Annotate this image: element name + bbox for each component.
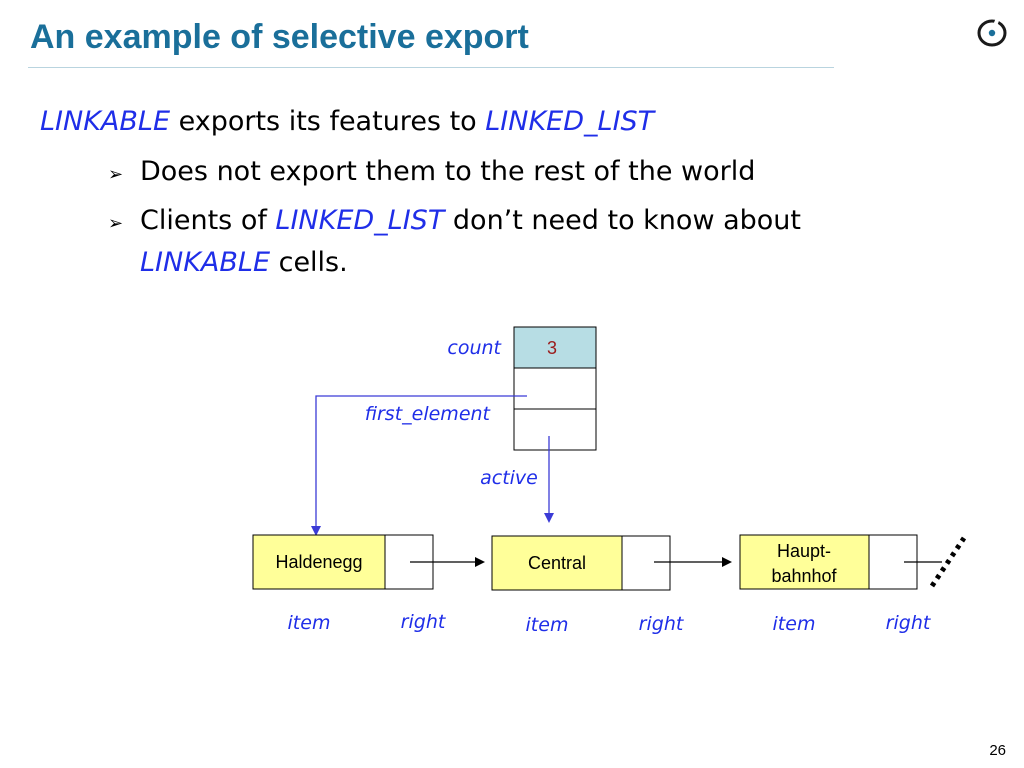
cell-1-item-text: Haldenegg <box>275 552 362 572</box>
keyword-linked-list: LINKED_LIST <box>485 106 655 137</box>
first-element-label: first_element <box>365 403 492 425</box>
eiffel-logo-icon <box>977 17 1007 47</box>
first-element-field <box>513 367 597 410</box>
cell-3-right-label: right <box>886 612 932 634</box>
bullet-arrow-icon: ➢ <box>108 164 124 185</box>
sub-bullet-2-text1: Clients of <box>140 205 276 236</box>
keyword-linked-list: LINKED_LIST <box>275 205 445 236</box>
keyword-linkable: LINKABLE <box>40 106 171 137</box>
void-terminator <box>929 536 967 588</box>
bullet-main-text: exports its features to <box>170 106 486 137</box>
sub-bullet-2-text3: cells. <box>270 247 348 278</box>
count-field <box>513 326 597 369</box>
cell-3-item-label: item <box>773 613 816 635</box>
cell-3-item <box>739 534 870 590</box>
cell-2-right <box>621 535 671 591</box>
cell-1-right-label: right <box>401 611 447 633</box>
cell-1-item <box>252 534 386 590</box>
active-field <box>513 408 597 451</box>
sub-bullet-1-text: Does not export them to the rest of the … <box>140 156 756 187</box>
cell-2-item <box>491 535 623 591</box>
sub-bullet-2-text2: don’t need to know about <box>444 205 802 236</box>
first-element-pointer <box>311 395 527 536</box>
count-label: count <box>447 337 502 359</box>
cell-3-item-text-line2: bahnhof <box>771 566 837 586</box>
cell-2-item-label: item <box>526 614 569 636</box>
cell-2-item-text: Central <box>528 553 586 573</box>
cell-1-item-label: item <box>288 612 331 634</box>
slide-title: An example of selective export <box>30 18 529 56</box>
cell-2-right-label: right <box>639 613 685 635</box>
page-number: 26 <box>989 742 1006 759</box>
count-value: 3 <box>547 338 557 358</box>
sub-bullet-2-line2: LINKABLE cells. <box>140 247 348 278</box>
sub-bullet-2-line1: Clients of LINKED_LIST don’t need to kno… <box>140 205 801 236</box>
bullet-main: LINKABLE exports its features to LINKED_… <box>40 106 654 137</box>
active-label: active <box>480 467 538 489</box>
bullet-arrow-icon: ➢ <box>108 213 124 234</box>
title-divider <box>28 67 834 68</box>
cell-3-item-text-line1: Haupt- <box>777 541 831 561</box>
keyword-linkable: LINKABLE <box>140 247 271 278</box>
